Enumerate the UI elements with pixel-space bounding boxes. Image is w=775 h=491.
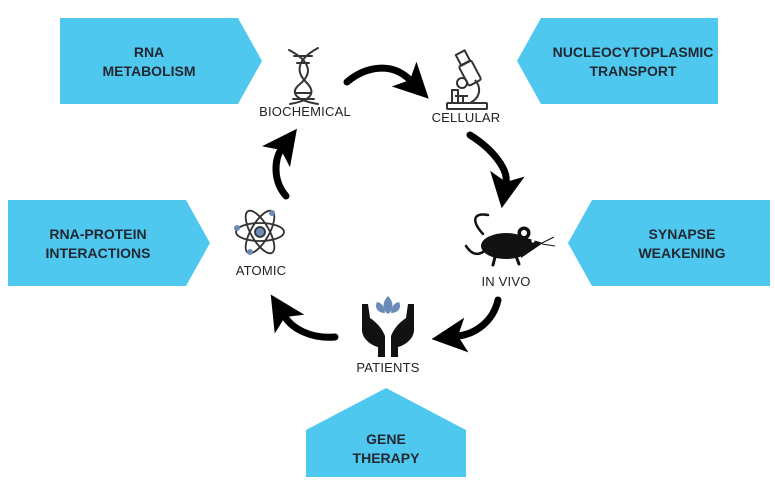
callout-synapse-weakening-line2: WEAKENING <box>638 245 725 261</box>
arrow-in-vivo-to-patients <box>431 296 502 353</box>
cycle-arrows <box>261 61 525 353</box>
node-label-atomic: ATOMIC <box>236 263 287 278</box>
arrow-atomic-to-biochemical <box>261 128 297 200</box>
dna-icon <box>288 47 319 105</box>
callout-nucleocytoplasmic-transport-line1: NUCLEOCYTOPLASMIC <box>553 44 714 60</box>
callout-rna-protein-interactions: RNA-PROTEIN INTERACTIONS <box>8 200 210 286</box>
hands-plant-icon <box>362 296 414 357</box>
callout-rna-metabolism: RNA METABOLISM <box>60 18 262 104</box>
callout-nucleocytoplasmic-transport-line2: TRANSPORT <box>589 63 677 79</box>
callout-gene-therapy-line2: THERAPY <box>353 450 421 466</box>
callout-nucleocytoplasmic-transport: NUCLEOCYTOPLASMIC TRANSPORT <box>517 18 718 104</box>
callout-rna-metabolism-line2: METABOLISM <box>102 63 195 79</box>
mouse-icon <box>464 213 556 267</box>
arrow-patients-to-atomic <box>270 294 339 341</box>
microscope-icon <box>446 49 488 110</box>
node-label-cellular: CELLULAR <box>432 110 501 125</box>
callout-rna-protein-interactions-line1: RNA-PROTEIN <box>49 226 146 242</box>
node-label-in-vivo: IN VIVO <box>481 274 530 289</box>
atom-icon <box>234 209 285 255</box>
callout-synapse-weakening-line1: SYNAPSE <box>649 226 716 242</box>
callout-gene-therapy: GENE THERAPY <box>306 388 466 477</box>
callout-gene-therapy-line1: GENE <box>366 431 406 447</box>
arrow-cellular-to-in-vivo <box>466 131 525 209</box>
arrow-biochemical-to-cellular <box>343 61 429 99</box>
callout-rna-protein-interactions-line2: INTERACTIONS <box>46 245 151 261</box>
callout-rna-metabolism-line1: RNA <box>134 44 164 60</box>
node-label-biochemical: BIOCHEMICAL <box>259 104 351 119</box>
callout-synapse-weakening: SYNAPSE WEAKENING <box>568 200 770 286</box>
node-label-patients: PATIENTS <box>356 360 419 375</box>
